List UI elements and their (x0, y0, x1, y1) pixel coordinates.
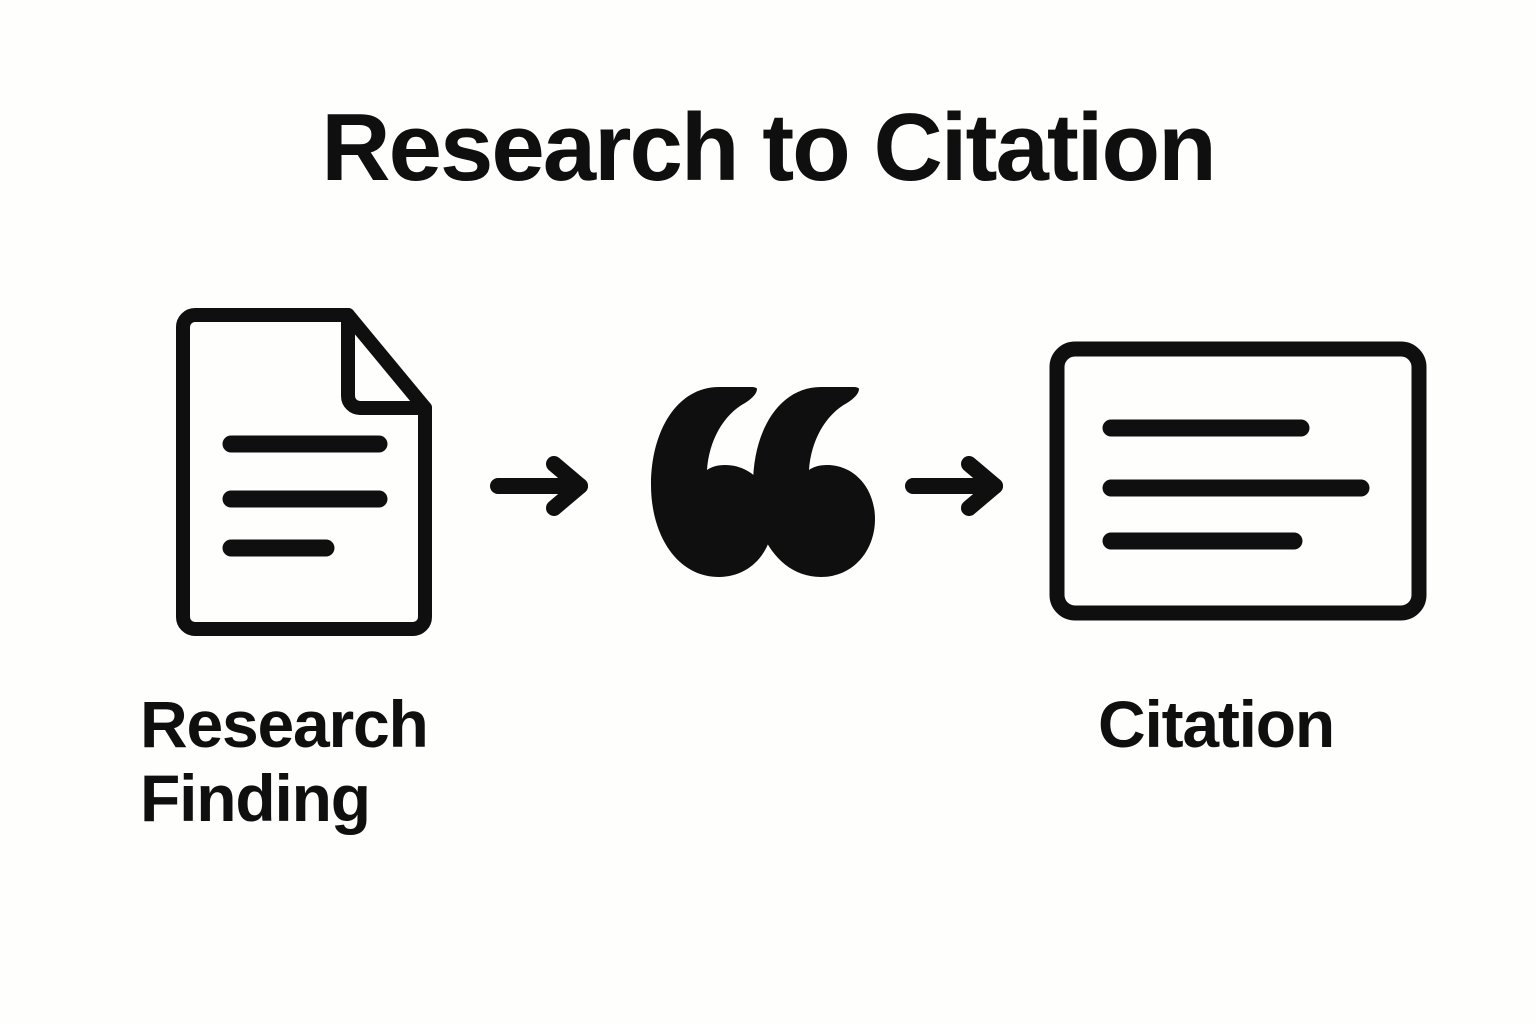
arrow-right-icon (903, 455, 1015, 517)
page-title: Research to Citation (321, 94, 1217, 201)
document-icon (168, 307, 438, 642)
document-text-lines (222, 435, 388, 557)
card-text-lines (1102, 419, 1370, 550)
step-label-citation: Citation (1098, 687, 1335, 761)
step-label-research-finding: Research Finding (140, 687, 429, 835)
citation-card-icon (1048, 340, 1428, 622)
quotation-mark-icon (645, 383, 877, 583)
arrow-right-icon (488, 455, 600, 517)
